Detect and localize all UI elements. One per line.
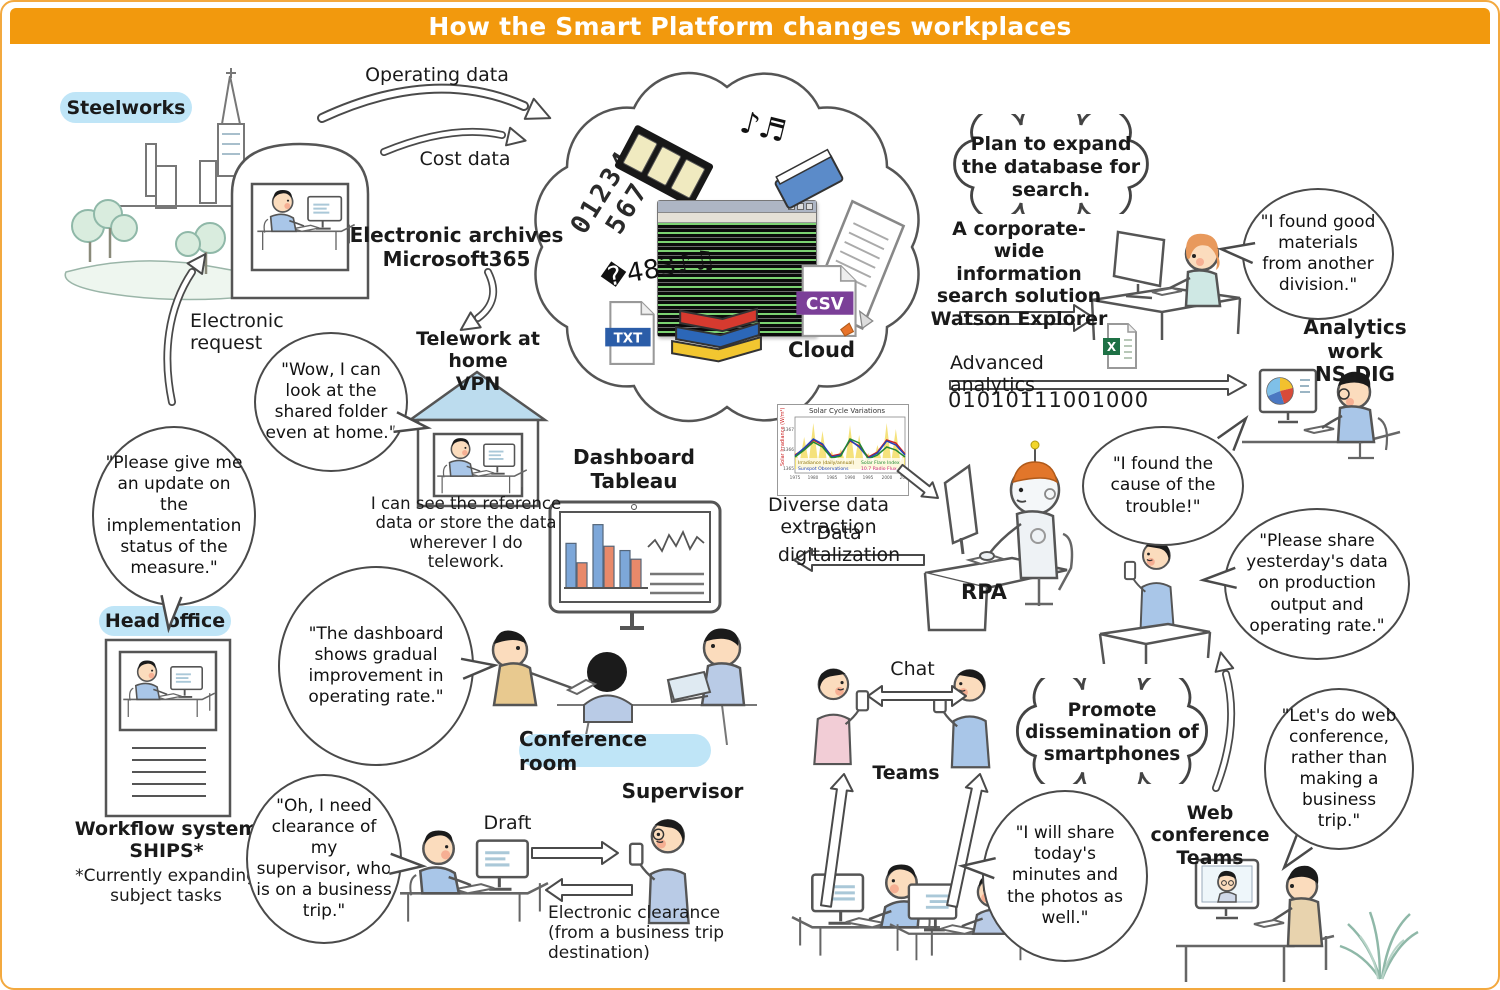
bubble-tail [393, 411, 433, 434]
terminal-menubar [658, 213, 816, 223]
bubble-tail [1216, 414, 1249, 452]
watson-scene [1090, 230, 1242, 341]
svg-text:TXT: TXT [614, 331, 643, 346]
page-title: How the Smart Platform changes workplace… [10, 8, 1490, 44]
binary-string: 01010111001000 [948, 388, 1150, 412]
svg-text:1985: 1985 [827, 475, 838, 480]
svg-text:Solar Flare Index: Solar Flare Index [861, 460, 900, 466]
data-digitalization-label: Data digitalization [777, 522, 901, 567]
bubble-tail [1216, 241, 1256, 265]
dashboard-line-chart [647, 529, 705, 553]
analytics-scene [1242, 368, 1401, 460]
good-materials-text: "I found good materials from another div… [1260, 211, 1376, 296]
laptop-icon [666, 670, 712, 702]
workflow-label: Workflow system SHIPS* [74, 818, 259, 863]
web-conference-label: Web conference Teams [1150, 802, 1270, 869]
svg-text:1990: 1990 [845, 475, 856, 480]
badge-steelworks: Steelworks [60, 92, 192, 123]
implementation-status-bubble: "Please give me an update on the impleme… [92, 426, 256, 634]
good-materials-bubble: "I found good materials from another div… [1216, 188, 1394, 320]
pie-chart-icon [1266, 377, 1294, 405]
bubble-tail [1281, 834, 1314, 872]
svg-text:1367: 1367 [783, 427, 794, 433]
shared-folder-bubble-text: "Wow, I can look at the shared folder ev… [265, 359, 397, 444]
web-conference-scene [1176, 858, 1335, 982]
svg-text:CSV: CSV [806, 293, 844, 313]
solar-cycle-chart: Solar Cycle Variations Solar Irradiance … [777, 404, 909, 496]
dashboard-label: Dashboard Tableau [573, 445, 695, 493]
books-stack-icon [671, 307, 762, 363]
draft-label: Draft [483, 812, 532, 834]
share-yesterday-bubble: "Please share yesterday's data on produc… [1198, 508, 1410, 660]
svg-text:Irradiance (daily/annual): Irradiance (daily/annual) [798, 460, 855, 466]
watson-label: A corporate-wide information search solu… [930, 218, 1108, 330]
implementation-status-text: "Please give me an update on the impleme… [105, 452, 243, 579]
share-yesterday-text: "Please share yesterday's data on produc… [1246, 531, 1388, 636]
telework-note: I can see the reference data or store th… [370, 494, 562, 572]
svg-text:1366: 1366 [783, 447, 794, 453]
telework-label: Telework at home VPN [416, 328, 540, 395]
excel-icon: X [1103, 323, 1137, 369]
trees-icon [71, 199, 226, 257]
svg-text:2005: 2005 [900, 475, 909, 480]
teams-label: Teams [872, 762, 940, 784]
chat-woman [797, 658, 875, 780]
diverse-extraction-label: Diverse data extraction [767, 494, 890, 539]
analytics-label: Analytics work NS-DIG [1303, 315, 1407, 387]
conference-room-scene [491, 628, 757, 745]
smartphone-man-scene [1098, 540, 1212, 664]
dashboard-bar-chart [564, 524, 648, 589]
svg-text:1980: 1980 [808, 475, 819, 480]
web-conference-bubble-text: "Let's do web conference, rather than ma… [1281, 705, 1397, 832]
workflow-note: *Currently expanding subject tasks [75, 866, 257, 907]
electronic-request-label: Electronic request [190, 310, 284, 355]
svg-text:X: X [1107, 340, 1117, 354]
share-minutes-text: "I will share today's minutes and the ph… [1007, 823, 1123, 928]
svg-text:2000: 2000 [882, 475, 893, 480]
found-cause-bubble: "I found the cause of the trouble!" [1082, 414, 1249, 546]
operating-data-label: Operating data [365, 64, 509, 86]
bubble-tail [460, 657, 500, 680]
chat-label: Chat [890, 658, 935, 680]
telework-house [406, 370, 549, 508]
bubble-tail [1198, 566, 1237, 590]
smartphone-man [1123, 540, 1175, 630]
clearance-text: "Oh, I need clearance of my supervisor, … [256, 795, 392, 922]
bubble-tail [389, 852, 428, 876]
supervisor-label: Supervisor [621, 779, 744, 803]
electronic-clearance-label: Electronic clearance (from a business tr… [548, 903, 725, 964]
svg-text:10.7 Radio Flux: 10.7 Radio Flux [861, 466, 897, 472]
expand-database-text: Plan to expand the database for search. [961, 133, 1141, 201]
dashboard-improvement-text: "The dashboard shows gradual improvement… [308, 623, 444, 708]
svg-text:1975: 1975 [790, 475, 801, 480]
clearance-bubble: "Oh, I need clearance of my supervisor, … [246, 774, 428, 944]
badge-conference-room: Conference room [519, 727, 711, 775]
found-cause-text: "I found the cause of the trouble!" [1110, 454, 1216, 517]
svg-text:Sunspot Observations: Sunspot Observations [798, 466, 849, 472]
head-office-document [104, 638, 232, 818]
cloud-label: Cloud [787, 338, 856, 362]
svg-text:Solar Irradiance (W/m²): Solar Irradiance (W/m²) [780, 407, 786, 466]
shared-folder-bubble: "Wow, I can look at the shared folder ev… [254, 332, 433, 472]
cost-data-label: Cost data [419, 148, 511, 170]
bubble-tail [160, 594, 183, 634]
bubble-tail [957, 856, 996, 880]
svg-text:1365: 1365 [783, 466, 794, 472]
blue-book-icon [774, 148, 844, 209]
txt-file-icon: TXT [605, 301, 655, 365]
plant-icon [1339, 911, 1419, 980]
svg-text:1995: 1995 [863, 475, 874, 480]
rpa-label: RPA [961, 580, 1007, 604]
share-minutes-bubble: "I will share today's minutes and the ph… [957, 790, 1148, 962]
electronic-archives-label: Electronic archives Microsoft365 [349, 223, 564, 271]
supervisor-figure [622, 808, 708, 940]
web-conference-bubble: "Let's do web conference, rather than ma… [1264, 688, 1414, 872]
smartphones-text: Promote dissemination of smartphones [1025, 700, 1199, 766]
robot-icon [979, 440, 1061, 580]
dashboard-improvement-bubble: "The dashboard shows gradual improvement… [278, 566, 500, 766]
csv-file-icon: CSV [796, 265, 857, 337]
svg-text:Solar Cycle Variations: Solar Cycle Variations [809, 407, 885, 415]
tableau-dashboard-monitor [548, 500, 722, 630]
rpa-robot-scene [923, 440, 1074, 632]
